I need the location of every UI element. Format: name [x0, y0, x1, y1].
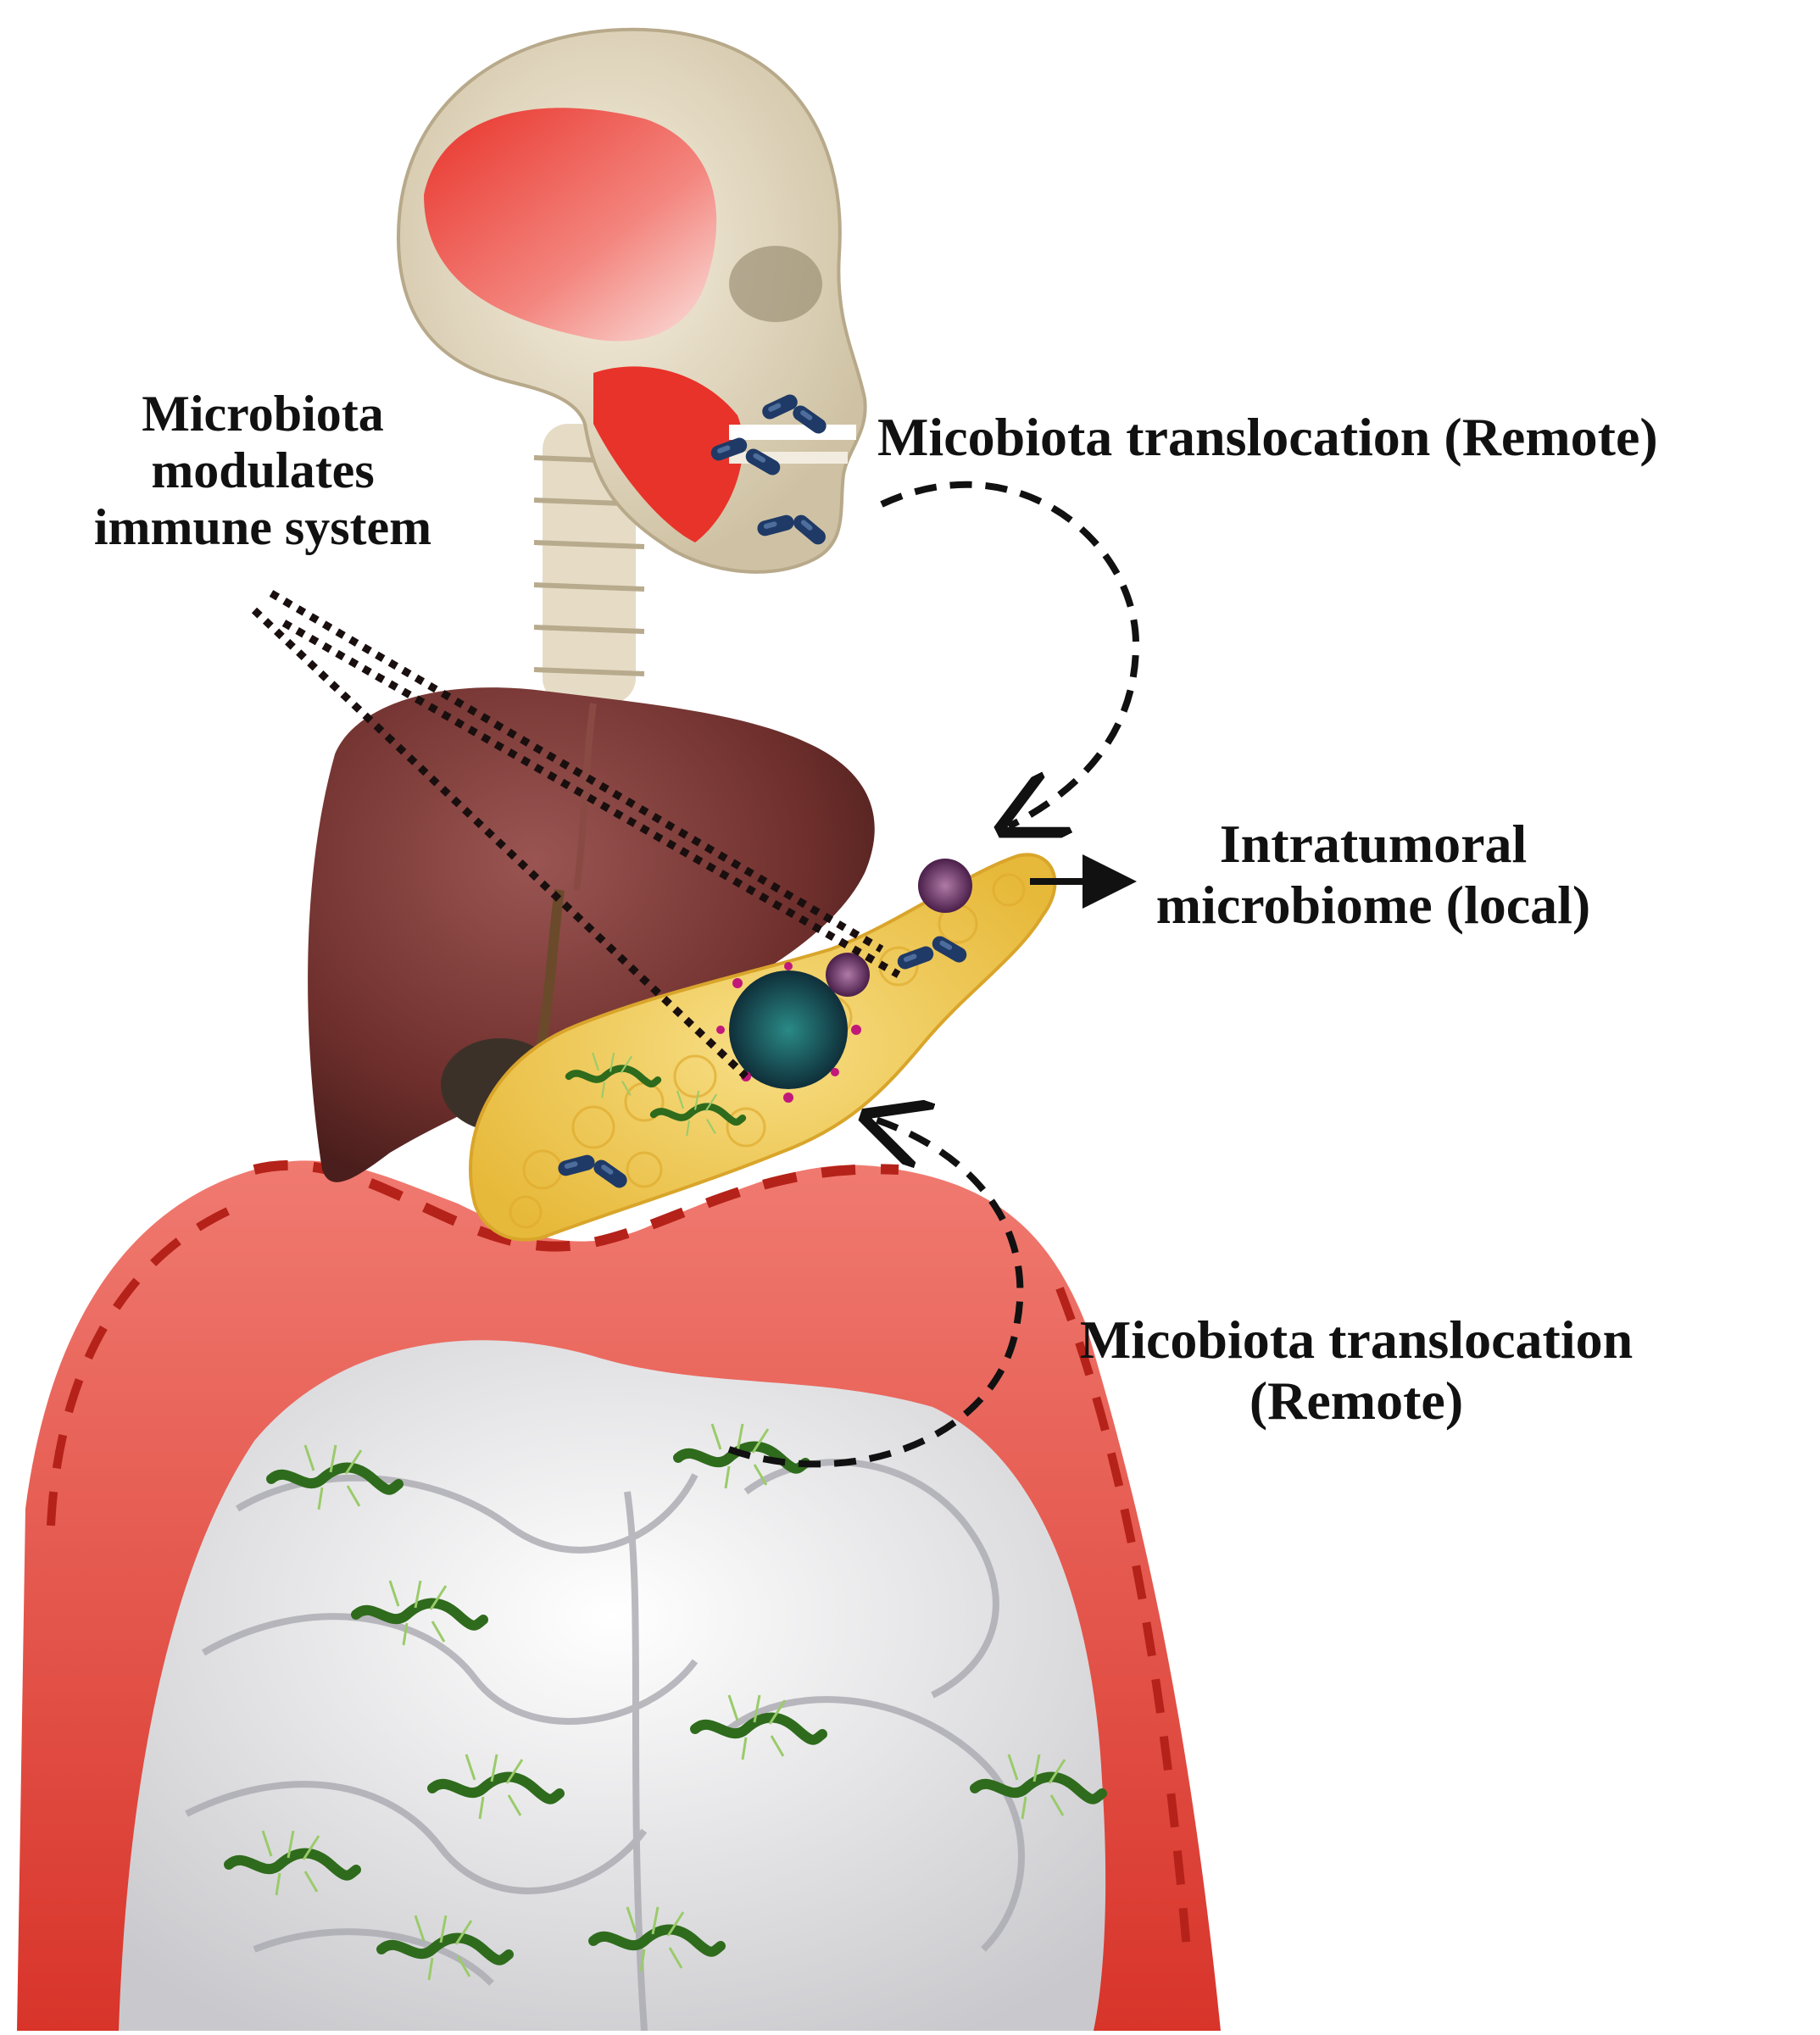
immune-label-line-3: immune system	[93, 499, 432, 556]
immune-label-line-1: Microbiota	[142, 386, 384, 442]
remote-bottom-line-2: (Remote)	[1249, 1370, 1464, 1431]
pancreas-icon	[469, 853, 1057, 1242]
remote-bottom-line-1: Micobiota translocation	[1079, 1309, 1634, 1370]
intratumoral-microbiome-label: Intratumoral microbiome (local)	[1102, 814, 1645, 935]
immune-dotted-lines	[251, 590, 901, 1080]
remote-translocation-label-bottom: Micobiota translocation (Remote)	[1026, 1309, 1687, 1431]
eye-socket	[729, 246, 822, 322]
intratumoral-label-line-1: Intratumoral	[1219, 814, 1528, 874]
remote-arrow-bottom	[727, 1119, 1024, 1468]
temporalis-muscle	[424, 108, 717, 342]
small-intestine-icon	[119, 1340, 1106, 2032]
intratumoral-label-line-2: microbiome (local)	[1155, 874, 1591, 935]
immune-modulation-label: Microbiota modulates immune system	[59, 386, 466, 557]
masseter-muscle	[593, 366, 743, 542]
virus-icon	[826, 859, 972, 997]
immune-label-line-2: modulates	[151, 442, 375, 499]
remote-translocation-label-top: Micobiota translocation (Remote)	[877, 407, 1658, 467]
skull-icon	[396, 27, 867, 574]
remote-arrow-top	[880, 481, 1140, 826]
